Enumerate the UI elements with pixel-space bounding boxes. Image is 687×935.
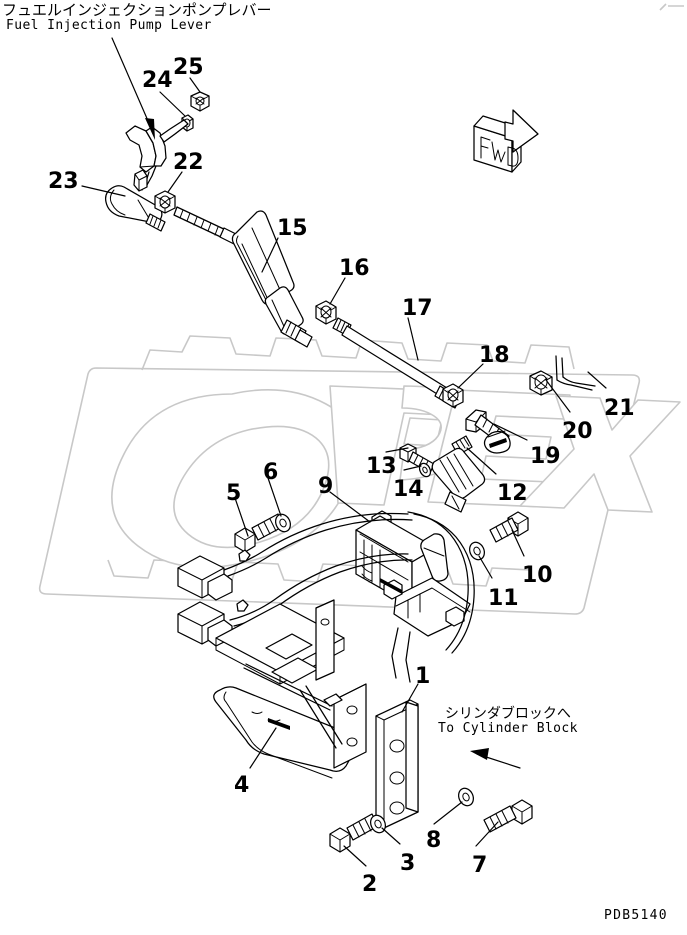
callout-number-17: 17 (402, 296, 433, 321)
part-25-nut (190, 91, 210, 112)
callout-number-10: 10 (522, 563, 553, 588)
part-4-bracket (213, 599, 367, 779)
part-8-washer (458, 787, 474, 807)
diagram-title-en: Fuel Injection Pump Lever (6, 17, 212, 33)
diagram-title-jp: フュエルインジェクションポンプレバー (2, 1, 272, 19)
callout-number-8: 8 (426, 828, 442, 853)
part-21-spring-clip (555, 355, 596, 391)
part-12-joint-body (431, 435, 486, 513)
diagram-title: フュエルインジェクションポンプレバー Fuel Injection Pump L… (2, 2, 272, 33)
part-14-washer (418, 462, 432, 478)
part-1-mounting-plate (375, 699, 521, 829)
callout-number-18: 18 (479, 343, 510, 368)
part-6-washer (275, 513, 291, 533)
part-20-nut (529, 370, 553, 396)
fwd-arrow-icon (473, 109, 539, 173)
callout-number-14: 14 (393, 477, 424, 502)
callout-number-20: 20 (562, 419, 593, 444)
callout-number-22: 22 (173, 150, 204, 175)
callout-number-13: 13 (366, 454, 397, 479)
callout-number-16: 16 (339, 256, 370, 281)
threaded-rod-upper (173, 206, 241, 246)
callout-number-24: 24 (142, 68, 173, 93)
part-10-bolt (489, 511, 529, 543)
callout-number-1: 1 (415, 664, 431, 689)
callout-number-19: 19 (530, 444, 561, 469)
cylinder-block-note: シリンダブロックへ To Cylinder Block (438, 706, 578, 737)
fuel-pump-lever (125, 119, 189, 191)
callout-number-4: 4 (234, 773, 250, 798)
part-code-label: PDB5140 (604, 908, 668, 923)
callout-number-6: 6 (263, 460, 279, 485)
corner-mark (659, 3, 684, 11)
part-9-governor-actuator (355, 510, 471, 683)
part-15-damper-cylinder (231, 210, 313, 348)
callout-number-25: 25 (173, 55, 204, 80)
callout-number-2: 2 (362, 872, 378, 897)
part-11-washer (469, 541, 485, 561)
callout-number-21: 21 (604, 396, 635, 421)
callout-number-15: 15 (277, 216, 308, 241)
callout-number-23: 23 (48, 169, 79, 194)
callout-number-12: 12 (497, 481, 528, 506)
part-22-nut (154, 190, 176, 214)
cylinder-block-note-en: To Cylinder Block (438, 721, 578, 737)
callout-number-11: 11 (488, 586, 519, 611)
callout-number-5: 5 (226, 481, 242, 506)
part-18-nut (442, 383, 464, 408)
part-16-nut (315, 300, 337, 325)
callout-number-7: 7 (472, 853, 488, 878)
part-19-rod-end (465, 409, 511, 454)
callout-number-9: 9 (318, 474, 334, 499)
cylinder-block-note-jp: シリンダブロックへ (444, 706, 571, 722)
part-7-bolt (483, 799, 533, 833)
callout-number-3: 3 (400, 851, 416, 876)
leader-lines (81, 37, 607, 867)
